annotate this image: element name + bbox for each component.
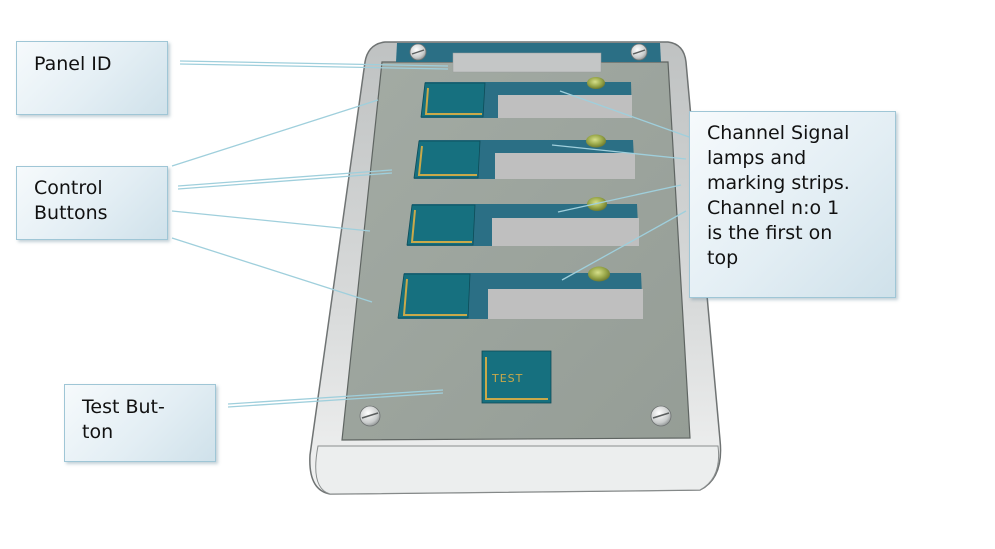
control-button[interactable] bbox=[420, 82, 486, 118]
housing-lower-lip bbox=[315, 445, 720, 495]
signal-lamp bbox=[588, 266, 610, 282]
marking-strip bbox=[488, 289, 643, 319]
panel-id-callout: Panel ID bbox=[16, 41, 168, 115]
marking-strip bbox=[495, 153, 635, 179]
screw-top-right bbox=[630, 43, 648, 61]
test-button[interactable]: TEST bbox=[481, 350, 552, 404]
leader-lines bbox=[171, 60, 690, 408]
signal-lamp bbox=[587, 77, 605, 89]
control-button[interactable] bbox=[406, 204, 476, 246]
marking-strip bbox=[492, 218, 639, 246]
marking-strip bbox=[498, 95, 632, 118]
screw-top-left bbox=[409, 43, 427, 61]
panel-id-strip bbox=[452, 52, 602, 73]
test-button-label: TEST bbox=[491, 372, 523, 385]
channel-row-2 bbox=[413, 134, 635, 179]
control-button[interactable] bbox=[413, 140, 481, 179]
screw-bottom-left bbox=[359, 405, 381, 427]
control-button[interactable] bbox=[397, 273, 471, 319]
signal-lamp bbox=[586, 134, 606, 148]
channel-row-3 bbox=[406, 197, 639, 246]
control-buttons-callout: Control Buttons bbox=[16, 166, 168, 240]
channel-signal-callout: Channel Signal lamps and marking strips.… bbox=[689, 111, 896, 298]
channel-row-4 bbox=[397, 266, 643, 319]
channel-row-1 bbox=[420, 77, 632, 118]
test-button-callout: Test But- ton bbox=[64, 384, 216, 462]
screw-bottom-right bbox=[650, 405, 672, 427]
